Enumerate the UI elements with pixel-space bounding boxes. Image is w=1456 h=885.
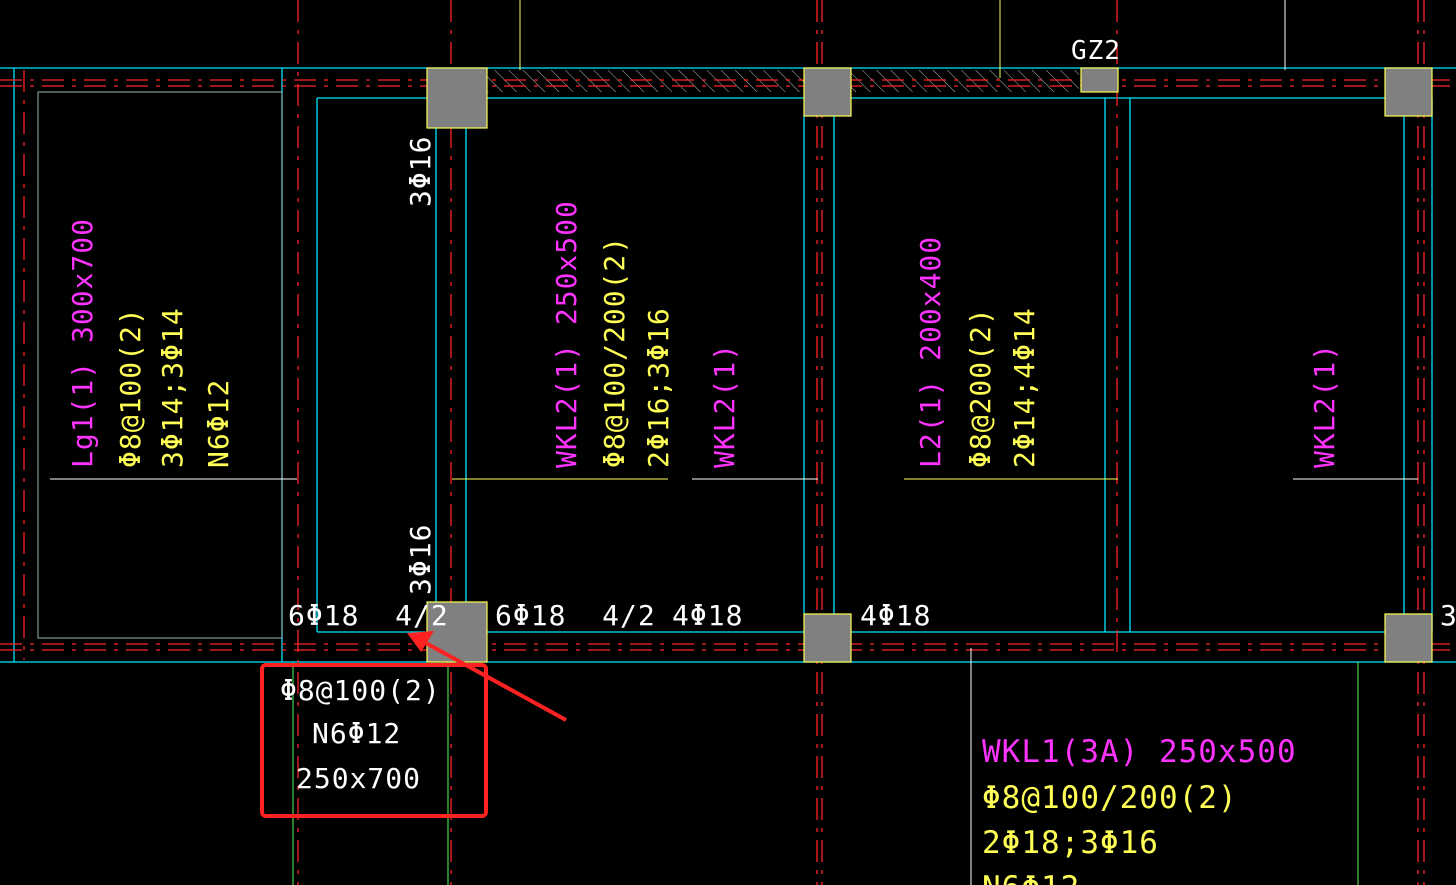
top-rebar-label-1: 3Φ16 [404,136,437,207]
boxed-size: 250x700 [296,762,421,795]
lg1-name: Lg1(1) 300x700 [66,218,99,468]
wkl2-a-stirrup: Φ8@100/200(2) [598,236,631,468]
red-arrow [407,631,567,722]
gz2-label: GZ2 [1071,36,1121,66]
l2-rebar: 2Φ14;4Φ14 [1008,307,1041,468]
lg1-stirrup: Φ8@100(2) [114,307,147,468]
l2-name: L2(1) 200x400 [914,236,947,468]
column-gz2 [1080,67,1119,93]
columns [426,67,1433,663]
column-b2 [803,613,852,663]
lg1-rebar: 3Φ14;3Φ14 [156,307,189,468]
column-c1 [1384,67,1433,117]
wkl1-name: WKL1(3A) 250x500 [982,734,1297,770]
column-c2 [1384,613,1433,663]
bottom-rebar-label-1: 6Φ18 4/2 [288,599,449,632]
lg1-side-bars: N6Φ12 [202,379,235,468]
column-a2 [426,601,488,663]
wkl2-b-ref: WKL2(1) [1308,343,1341,468]
wkl1-side-bars: N6Φ12 [982,870,1080,885]
bottom-rebar-label-2: 6Φ18 4/2 [495,599,656,632]
highlight-box [260,663,488,818]
column-b1 [803,67,852,117]
wkl1-rebar: 2Φ18;3Φ16 [982,825,1159,861]
edge-cut-label: 3 [1440,599,1456,632]
bottom-rebar-label-3: 4Φ18 [672,599,743,632]
top-rebar-label-2: 3Φ16 [404,524,437,595]
lg1-inner-outline [37,91,283,639]
wkl2-a-ref: WKL2(1) [708,343,741,468]
boxed-stirrup: Φ8@100(2) [280,674,441,707]
boxed-side-bars: N6Φ12 [312,717,401,750]
l2-stirrup: Φ8@200(2) [964,307,997,468]
wkl2-a-rebar: 2Φ16;3Φ16 [642,307,675,468]
leader-lines [50,0,1418,885]
wkl1-stirrup: Φ8@100/200(2) [982,780,1238,816]
bottom-rebar-label-4: 4Φ18 [860,599,931,632]
wkl2-a-name: WKL2(1) 250x500 [550,200,583,468]
hatched-wall-strip [487,70,1079,92]
column-a1 [426,67,488,129]
